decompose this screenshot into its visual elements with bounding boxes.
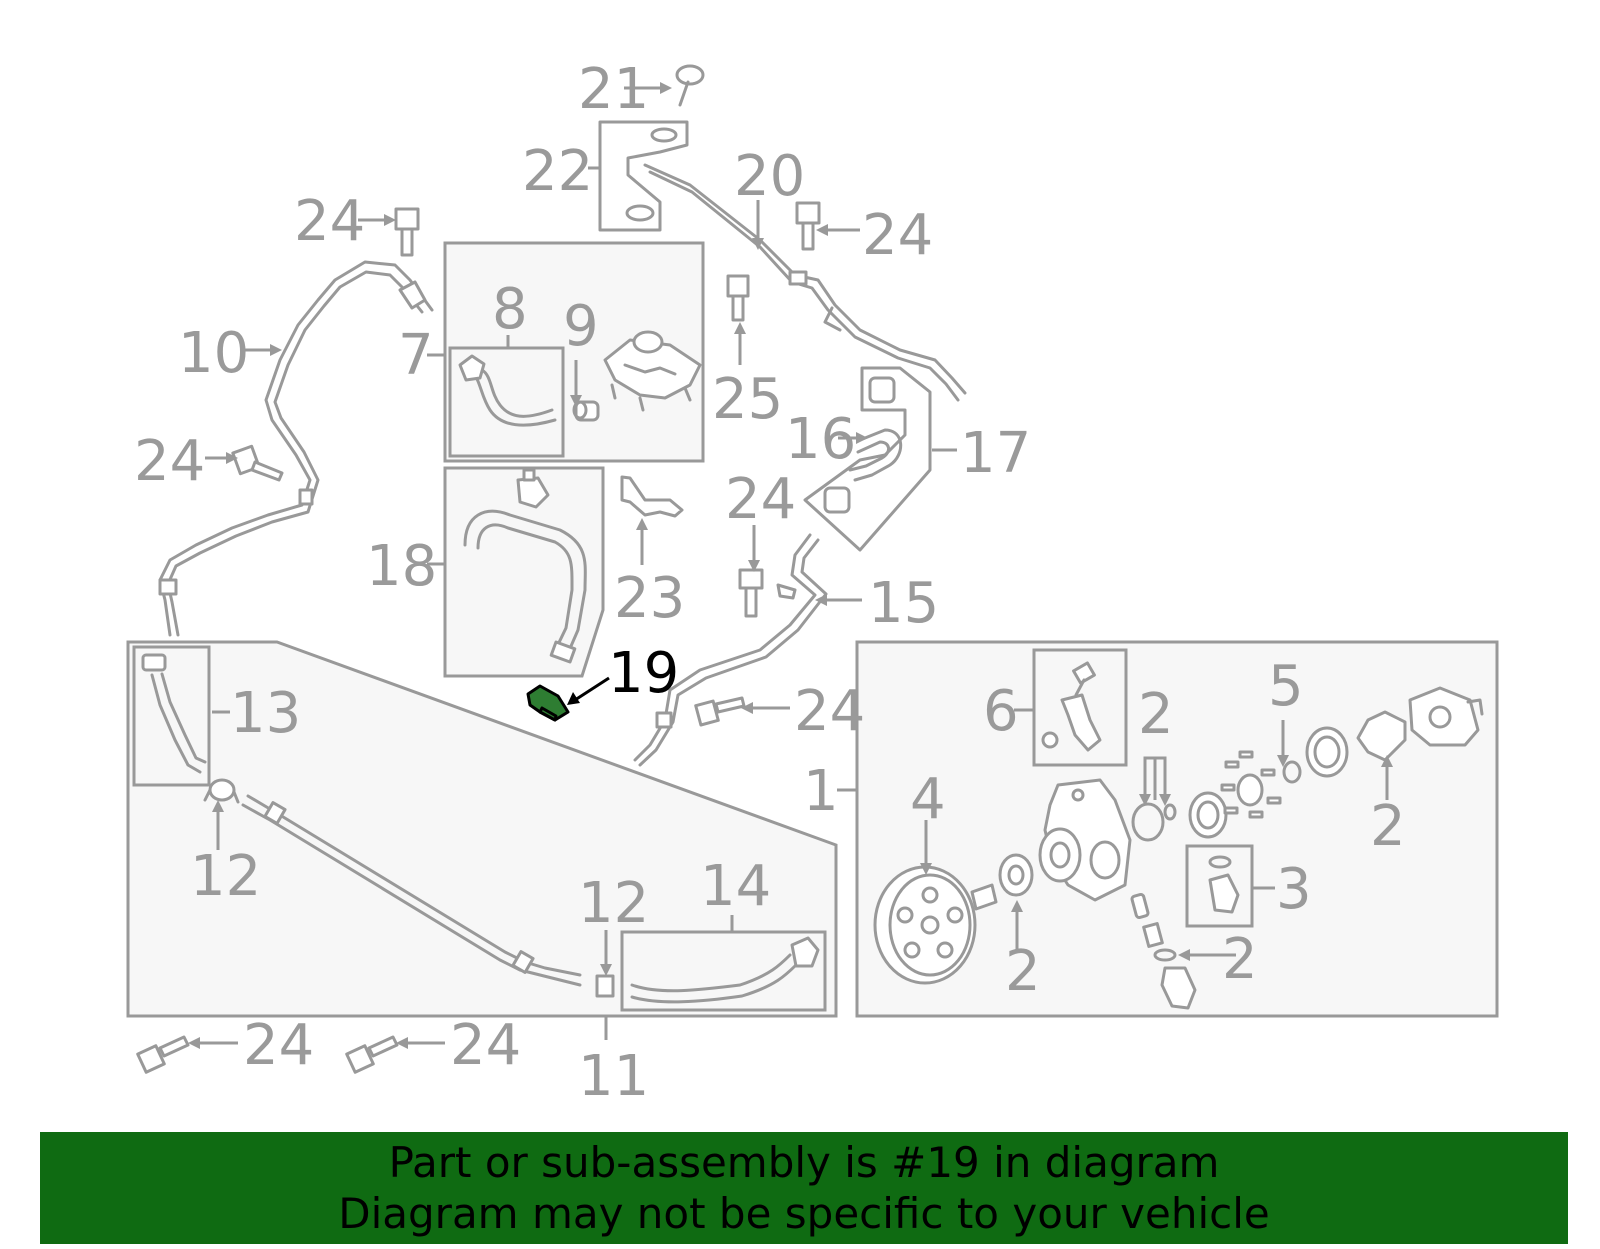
callout-2-c: 2 [1005,939,1041,1004]
bolts-24 [136,201,821,1074]
callout-25: 25 [712,367,783,432]
callout-24-a: 24 [294,189,365,254]
part-8-hose [458,354,557,427]
part-washer [998,853,1034,897]
bolt-24-e [694,696,746,727]
callout-11: 11 [578,1044,649,1109]
callout-10: 10 [178,321,249,386]
callout-2-d: 2 [1222,927,1258,992]
box-18 [443,466,605,678]
bolt-24-c [231,444,284,482]
bolt-24-b [795,201,821,251]
bolt-25 [726,274,750,322]
parts [136,64,1484,1074]
part-pump-body [1038,778,1132,902]
callout-8: 8 [492,277,528,342]
callout-12-a: 12 [190,844,261,909]
part-7-reservoir [603,330,702,412]
arrowhead-19 [567,692,580,705]
bolt-24-g [345,1035,399,1074]
callout-24-b: 24 [862,203,933,268]
part-9-clamp [572,400,600,422]
part-12-clamp [203,778,615,998]
part-15-line [633,533,828,767]
callout-3: 3 [1276,857,1312,922]
callout-15: 15 [868,571,939,636]
bolt-24-f [136,1035,190,1074]
callout-24-f: 24 [243,1013,314,1078]
callout-24-g: 24 [450,1013,521,1078]
part-19-highlight [526,684,570,722]
part-20-line [643,163,967,402]
part-17-bracket [803,366,932,552]
part-16-hose [848,428,903,482]
info-banner: Part or sub-assembly is #19 in diagram D… [40,1132,1568,1244]
callout-6: 6 [983,679,1019,744]
part-seal [1305,726,1349,778]
callout-20: 20 [734,144,805,209]
arrowheads [188,82,1393,1049]
callout-24-d: 24 [725,467,796,532]
callout-24-c: 24 [134,429,205,494]
callout-2-a: 2 [1138,682,1174,747]
part-23-bracket [620,475,684,518]
callout-5: 5 [1268,654,1304,719]
callout-23: 23 [614,566,685,631]
part-4-pulley [873,865,998,985]
part-cam-ring [1188,791,1228,839]
bolt-24-a [394,207,420,257]
part-21 [675,64,705,107]
callout-12-b: 12 [578,871,649,936]
part-gasket [1356,710,1407,762]
part-5-ring [1282,760,1302,784]
callout-16: 16 [785,407,856,472]
banner-line-2: Diagram may not be specific to your vehi… [338,1189,1270,1238]
part-13-hose [141,653,207,774]
callout-14: 14 [700,854,771,919]
part-22-bracket [598,120,689,232]
part-11-line [241,794,582,987]
part-14-hose [630,936,820,1004]
box-11 [126,640,838,1018]
part-rear-cover [1408,686,1484,747]
callout-labels: 21 22 20 24 24 8 9 10 7 25 16 17 24 24 1… [134,57,1406,1109]
part-10-line [158,260,434,637]
callout-21: 21 [578,57,649,122]
bolt-24-d [738,568,764,618]
part-3-valve [1208,855,1240,914]
callout-9: 9 [563,294,599,359]
callout-1: 1 [803,759,839,824]
callout-13: 13 [230,681,301,746]
part-18-hose [463,468,587,664]
callout-17: 17 [960,421,1031,486]
callout-24-e: 24 [794,679,865,744]
part-6-sensor [1041,661,1102,752]
part-rotor [1220,750,1282,819]
callout-18: 18 [366,534,437,599]
callout-19: 19 [608,641,679,706]
callout-7: 7 [398,323,434,388]
part-orings [1131,802,1177,842]
leaders [195,86,1389,1045]
banner-line-1: Part or sub-assembly is #19 in diagram [388,1138,1220,1187]
callout-4: 4 [910,767,946,832]
callout-22: 22 [522,139,593,204]
part-fitting [1130,892,1197,1010]
callout-2-b: 2 [1370,794,1406,859]
